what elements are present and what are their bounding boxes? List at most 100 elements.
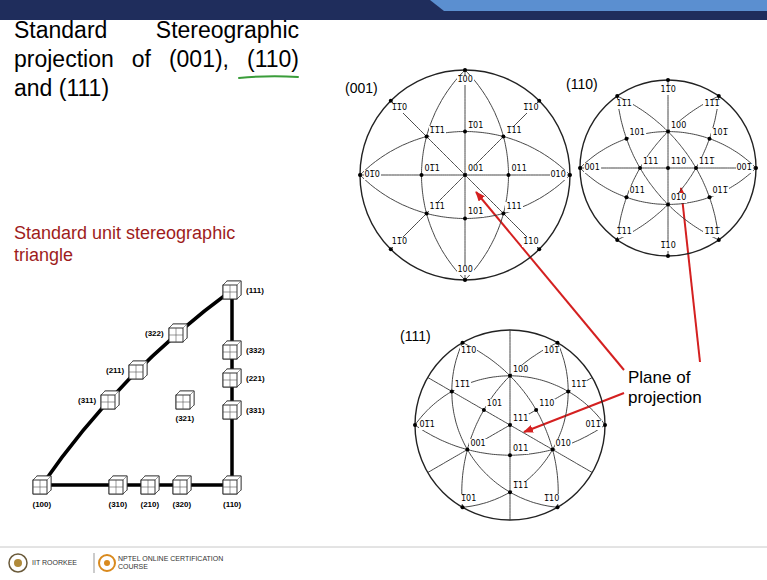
- pole-index: 101: [629, 128, 646, 138]
- pole-index: 111: [505, 202, 522, 212]
- miller-index: (100): [33, 500, 52, 509]
- footer-rule: [0, 547, 767, 548]
- great-circle: [360, 175, 570, 219]
- pole-index: 1̅01: [467, 121, 484, 131]
- miller-index: (221): [246, 374, 265, 383]
- pole-index: 010: [550, 170, 567, 180]
- cube-icon: [176, 391, 194, 409]
- miller-index: (331): [246, 406, 265, 415]
- pole-index: 001: [467, 164, 484, 174]
- cube-icon: [223, 341, 241, 359]
- pole-index: 1̅10: [660, 241, 677, 251]
- pole-index: 101: [467, 207, 484, 217]
- pole-dot: [463, 278, 467, 282]
- institute-logo: [9, 554, 27, 572]
- pole-index: 100: [457, 265, 474, 275]
- pole-index: 110: [538, 399, 555, 409]
- great-circle: [452, 343, 558, 508]
- footer-separator: [94, 553, 95, 573]
- pole-index: 11̅1: [429, 202, 446, 212]
- pole-index: 101̅: [711, 128, 728, 138]
- miller-index: (322): [145, 329, 164, 338]
- nptel-logo: [104, 560, 110, 566]
- pole-index: 01̅1: [424, 164, 441, 174]
- pole-dot: [461, 341, 465, 345]
- pole-dot: [537, 247, 541, 251]
- pole-index: 1̅1̅0: [391, 103, 408, 113]
- leader-arrow: [681, 188, 700, 362]
- projection-label: (110): [566, 76, 598, 92]
- pole-index: 11̅0: [460, 346, 477, 356]
- cube-icon: [33, 476, 51, 494]
- pole-index: 1̅10: [522, 103, 539, 113]
- pole-index: 1̅11: [616, 227, 633, 237]
- annotation-underline: [239, 76, 298, 78]
- pole-dot: [603, 423, 607, 427]
- slide-title: Standard Stereographic projection of (00…: [14, 16, 299, 103]
- nptel-logo: [99, 555, 115, 571]
- cube-icon: [141, 476, 159, 494]
- pole-dot: [717, 238, 721, 242]
- great-circle: [422, 70, 466, 280]
- pole-dot: [461, 505, 465, 509]
- pole-index: 01̅1: [419, 420, 436, 430]
- pole-index: 11̅1: [454, 380, 471, 390]
- callout-text: Plane of projection: [628, 368, 720, 408]
- pole-index: 1̅10: [543, 494, 560, 504]
- pole-index: 1̅11: [512, 481, 529, 491]
- miller-index: (110): [223, 500, 241, 509]
- primitive-circle: [415, 330, 605, 520]
- pole-index: 110: [670, 157, 687, 167]
- cube-icon: [223, 281, 241, 299]
- great-circle: [617, 96, 719, 240]
- cube-icon: [101, 391, 119, 409]
- pole-dot: [556, 341, 560, 345]
- miller-index: (111): [246, 286, 264, 295]
- cube-icon: [109, 476, 127, 494]
- pole-index: 111: [512, 414, 529, 424]
- pole-dot: [389, 247, 393, 251]
- pole-index: 100: [670, 121, 687, 131]
- leader-arrow: [524, 393, 624, 432]
- footer-text: IIT ROORKEE: [32, 559, 77, 567]
- miller-index: (321): [176, 414, 195, 423]
- pole-index: 11̅0: [391, 237, 408, 247]
- institute-logo: [14, 559, 22, 567]
- pole-index: 111: [642, 157, 659, 167]
- pole-dot: [717, 94, 721, 98]
- pole-dot: [615, 94, 619, 98]
- leader-arrow: [476, 192, 624, 370]
- pole-index: 1̅01: [460, 494, 477, 504]
- pole-dot: [666, 78, 670, 82]
- pole-dot: [568, 173, 572, 177]
- cube-icon: [223, 401, 241, 419]
- pole-index: 011̅: [711, 186, 728, 196]
- pole-index: 011̅: [585, 420, 602, 430]
- pole-index: 1̅11̅: [703, 227, 720, 237]
- cube-icon: [223, 369, 241, 387]
- pole-index: 011: [510, 164, 527, 174]
- primitive-circle: [580, 80, 756, 256]
- great-circle: [617, 96, 719, 240]
- pole-dot: [358, 173, 362, 177]
- miller-index: (332): [246, 346, 265, 355]
- pole-index: 01̅0: [364, 170, 381, 180]
- pole-index: 101: [486, 399, 503, 409]
- pole-dot: [754, 166, 758, 170]
- great-circle: [391, 101, 539, 249]
- miller-index: (211): [106, 366, 124, 375]
- pole-index: 001: [584, 163, 601, 173]
- pole-index: 010: [670, 193, 687, 203]
- pole-dot: [615, 238, 619, 242]
- footer-text: NPTEL ONLINE CERTIFICATION COURSE: [118, 555, 224, 571]
- pole-index: 1̅1̅1: [429, 126, 446, 136]
- triangle-heading: Standard unit stereographic triangle: [14, 222, 276, 266]
- great-circle: [617, 96, 719, 240]
- pole-dot: [463, 68, 467, 72]
- projection-label: (111): [400, 328, 431, 344]
- primitive-circle: [360, 70, 570, 280]
- miller-index: (311): [78, 396, 96, 405]
- pole-index: 011: [512, 444, 529, 454]
- pole-index: 11̅0: [660, 85, 677, 95]
